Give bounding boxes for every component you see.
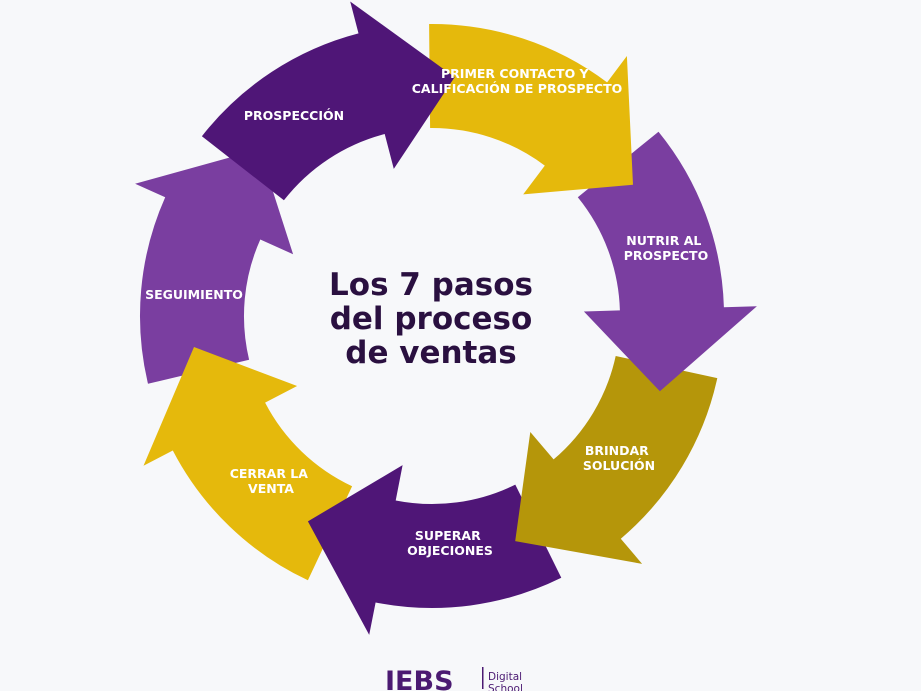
step-prospeccion-label: PROSPECCIÓN bbox=[244, 108, 344, 123]
step-superar-objeciones-label: SUPERAR OBJECIONES bbox=[407, 528, 493, 558]
step-nutrir-label: NUTRIR AL PROSPECTO bbox=[624, 233, 708, 263]
logo-divider bbox=[482, 667, 484, 689]
center-title: Los 7 pasos del proceso de ventas bbox=[329, 267, 533, 371]
step-brindar-solucion-arrow bbox=[515, 356, 718, 564]
step-cerrar-venta-arrow bbox=[143, 347, 353, 581]
iebs-logo: IEBS Digital School bbox=[385, 666, 523, 691]
step-primer-contacto-label: PRIMER CONTACTO Y CALIFICACIÓN DE PROSPE… bbox=[412, 66, 622, 96]
center-title-line-1: Los 7 pasos bbox=[329, 267, 533, 303]
step-labels: PROSPECCIÓN PRIMER CONTACTO Y CALIFICACI… bbox=[145, 66, 708, 558]
step-nutrir-arrow bbox=[577, 131, 757, 392]
logo-line-2: School bbox=[488, 683, 523, 691]
step-cerrar-venta-label: CERRAR LA VENTA bbox=[230, 466, 313, 496]
step-primer-contacto-arrow bbox=[429, 23, 633, 195]
step-seguimiento-label: SEGUIMIENTO bbox=[145, 287, 243, 302]
step-seguimiento-arrow bbox=[135, 149, 294, 384]
center-title-line-3: de ventas bbox=[345, 335, 517, 371]
step-superar-objeciones-arrow bbox=[307, 465, 562, 635]
step-prospeccion-arrow bbox=[201, 1, 455, 201]
center-title-line-2: del proceso bbox=[330, 301, 533, 337]
logo-line-1: Digital bbox=[488, 671, 522, 683]
cycle-ring bbox=[135, 1, 757, 635]
step-brindar-solucion-label: BRINDAR SOLUCIÓN bbox=[583, 443, 655, 473]
logo-wordmark: IEBS bbox=[385, 666, 454, 691]
